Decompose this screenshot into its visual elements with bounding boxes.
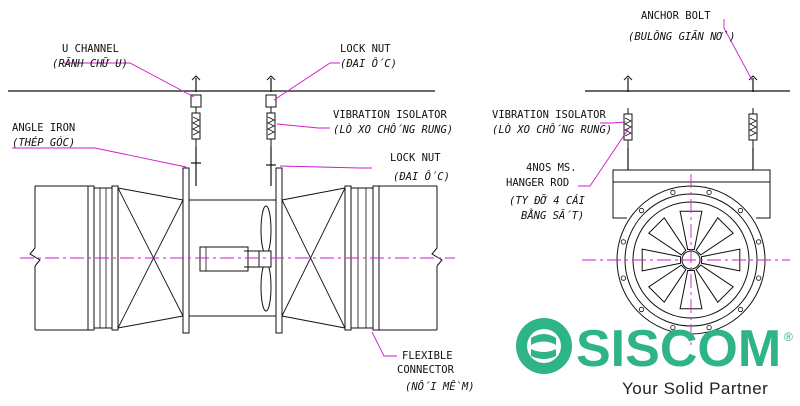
label-hanger-rod-2: HANGER ROD bbox=[506, 177, 569, 189]
duct-right bbox=[379, 185, 443, 331]
label-u-channel: U CHANNEL bbox=[62, 43, 119, 55]
bolt-holes bbox=[620, 189, 762, 331]
logo-globe-icon bbox=[516, 318, 572, 374]
bolt-hole bbox=[737, 306, 744, 313]
label-hanger-rod-vn-1: (TY ĐỠ 4 CÁI bbox=[509, 194, 586, 207]
fan-blades bbox=[641, 210, 741, 310]
side-view: U CHANNEL (RÃNH CHỮ U) LOCK NUT (ĐAI ỐC)… bbox=[8, 43, 475, 393]
leader-lines-right bbox=[578, 19, 753, 187]
bolt-hole bbox=[755, 275, 762, 281]
fan-blade bbox=[648, 264, 687, 303]
bolt-hole bbox=[706, 189, 712, 195]
label-flexible: FLEXIBLE bbox=[402, 350, 453, 362]
front-view: ANCHOR BOLT (BULÔNG GIÃN NỞ) VIBRATION I… bbox=[492, 10, 790, 348]
label-connector: CONNECTOR bbox=[397, 364, 455, 376]
fan-blade bbox=[679, 270, 703, 310]
label-angle-iron-vn: (THÉP GÓC) bbox=[12, 136, 75, 149]
support-bracket bbox=[612, 182, 627, 219]
inlet-cone bbox=[117, 187, 184, 329]
angle-iron-left bbox=[182, 167, 190, 334]
label-u-channel-vn: (RÃNH CHỮ U) bbox=[52, 57, 128, 70]
logo-tagline: Your Solid Partner bbox=[622, 379, 768, 398]
fan-blade bbox=[648, 217, 687, 256]
label-anchor-bolt: ANCHOR BOLT bbox=[641, 10, 711, 22]
bolt-hole bbox=[620, 275, 627, 281]
label-lock-nut-top-vn: (ĐAI ỐC) bbox=[340, 57, 397, 70]
bolt-hole bbox=[670, 324, 676, 331]
label-angle-iron: ANGLE IRON bbox=[12, 122, 75, 134]
label-vibration-isolator-right: VIBRATION ISOLATOR bbox=[492, 109, 606, 121]
fan-blade bbox=[695, 217, 734, 256]
fan-casing bbox=[189, 199, 276, 317]
bolt-hole bbox=[737, 207, 744, 214]
siscom-logo: SISCOM ® Your Solid Partner bbox=[516, 318, 793, 398]
hanger-rod-right bbox=[265, 75, 277, 186]
bolt-hole bbox=[638, 306, 645, 313]
label-anchor-bolt-vn: (BULÔNG GIÃN NỞ) bbox=[628, 30, 735, 43]
label-flexible-connector-vn: (NỐI MỀM) bbox=[405, 380, 475, 393]
label-vibration-isolator-left: VIBRATION ISOLATOR bbox=[333, 109, 447, 121]
label-hanger-rod-1: 4NOS MS. bbox=[526, 162, 577, 174]
bolt-hole bbox=[638, 207, 645, 214]
label-lock-nut-mid-vn: (ĐAI ỐC) bbox=[393, 170, 450, 183]
angle-iron-right bbox=[275, 167, 283, 334]
front-hanger-rod-left bbox=[623, 75, 633, 170]
label-lock-nut-mid: LOCK NUT bbox=[390, 152, 441, 164]
bolt-hole bbox=[755, 239, 762, 245]
logo-wordmark: SISCOM bbox=[576, 320, 781, 378]
fan-blade bbox=[695, 264, 734, 303]
bolt-hole bbox=[670, 189, 676, 195]
outlet-cone bbox=[281, 187, 346, 329]
bolt-hole bbox=[620, 239, 627, 245]
logo-registered: ® bbox=[784, 330, 793, 344]
duct-left bbox=[29, 185, 90, 331]
leader-lines-left bbox=[12, 62, 397, 357]
hanger-rod-left bbox=[190, 75, 202, 186]
label-lock-nut-top: LOCK NUT bbox=[340, 43, 391, 55]
front-hanger-rod-right bbox=[748, 75, 758, 170]
bolt-hole bbox=[706, 324, 712, 331]
support-frame bbox=[612, 169, 771, 183]
label-vibration-isolator-left-vn: (LÒ XO CHỐNG RUNG) bbox=[333, 123, 453, 136]
label-vibration-isolator-right-vn: (LÒ XO CHỐNG RUNG) bbox=[492, 123, 612, 136]
label-hanger-rod-vn-2: BẰNG SẮT) bbox=[521, 208, 584, 222]
